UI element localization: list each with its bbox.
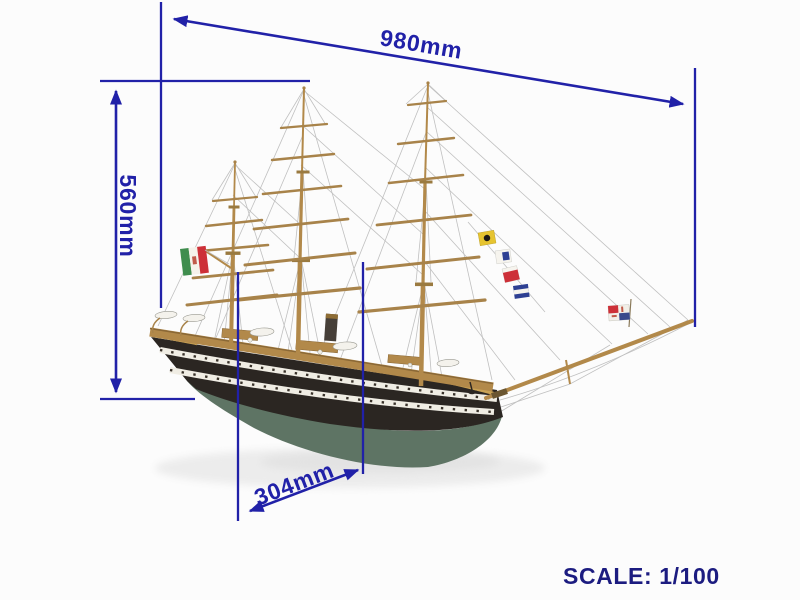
flags [180,229,632,328]
lifeboats [154,310,460,367]
length-label: 980mm [378,24,464,64]
funnel [324,313,338,342]
rail-trim [149,327,494,385]
signal-flag-white-blue-square [494,248,512,265]
bulwark [149,327,494,392]
italian-ensign-flag [180,245,209,276]
scale-label: SCALE: 1/100 [563,563,720,589]
mizzen-mast [185,160,279,348]
length-arrow [172,15,685,108]
height-label: 560mm [115,174,141,257]
ensign-halyard [204,249,230,265]
fore-mast [357,81,487,387]
ensign-gaff [203,249,232,269]
porthole-stripes [159,347,498,415]
signal-flag-yellow-black-disc [477,229,497,247]
deck-vents [247,337,413,368]
signal-flag-blue-white-blue [513,283,530,299]
stern-davits [151,317,189,337]
ship-model [149,81,694,468]
signal-flag-white-red [501,265,521,283]
bow-jack-flag [607,298,632,328]
anchor [466,381,478,395]
bowsprit [484,319,694,400]
width-arrow [248,468,360,513]
dimension-height: 560mm [100,79,310,401]
masts [185,81,487,387]
